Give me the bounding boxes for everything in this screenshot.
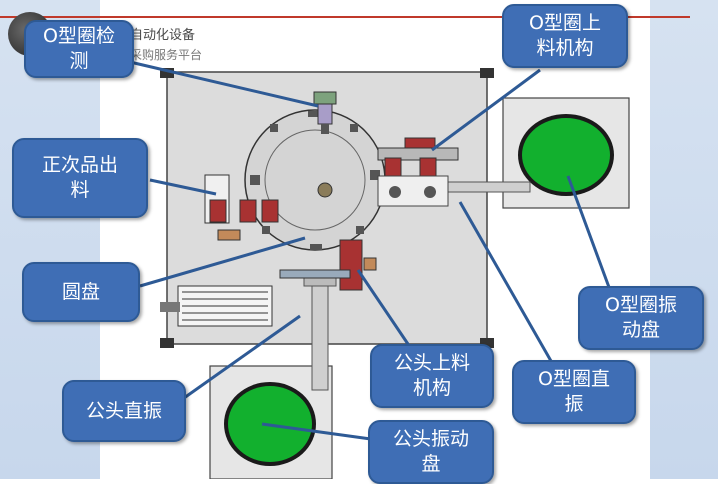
inspect-station: [313, 91, 337, 105]
header-divider: [0, 16, 690, 18]
callout-good-bad-out: 正次品出 料: [12, 138, 148, 218]
callout-o-ring-inspect: O型圈检 测: [24, 20, 134, 78]
callout-o-ring-vib-disk: O型圈振 动盘: [578, 286, 704, 350]
o-ring-linear-track: [439, 181, 531, 193]
corner-foot: [160, 68, 174, 78]
callout-male-linear: 公头直振: [62, 380, 186, 442]
leader-lines: [129, 60, 612, 442]
callout-o-ring-feed: O型圈上 料机构: [502, 4, 628, 68]
header-subtitle: 自动化设备: [130, 27, 196, 42]
male-feeder: [339, 239, 363, 291]
callout-male-feed: 公头上料 机构: [370, 344, 494, 408]
corner-foot: [160, 338, 174, 348]
callout-o-ring-linear: O型圈直 振: [512, 360, 636, 424]
corner-foot: [480, 338, 494, 348]
o-ring-bowl: [522, 118, 610, 192]
callout-disk: 圆盘: [22, 262, 140, 322]
male-linear-track: [311, 279, 329, 391]
right-background-panel: [650, 0, 718, 479]
callout-male-vib-disk: 公头振动 盘: [368, 420, 494, 484]
disk-center: [317, 182, 333, 198]
corner-foot: [480, 68, 494, 78]
header-subtitle-2: 采购服务平台: [130, 48, 203, 62]
